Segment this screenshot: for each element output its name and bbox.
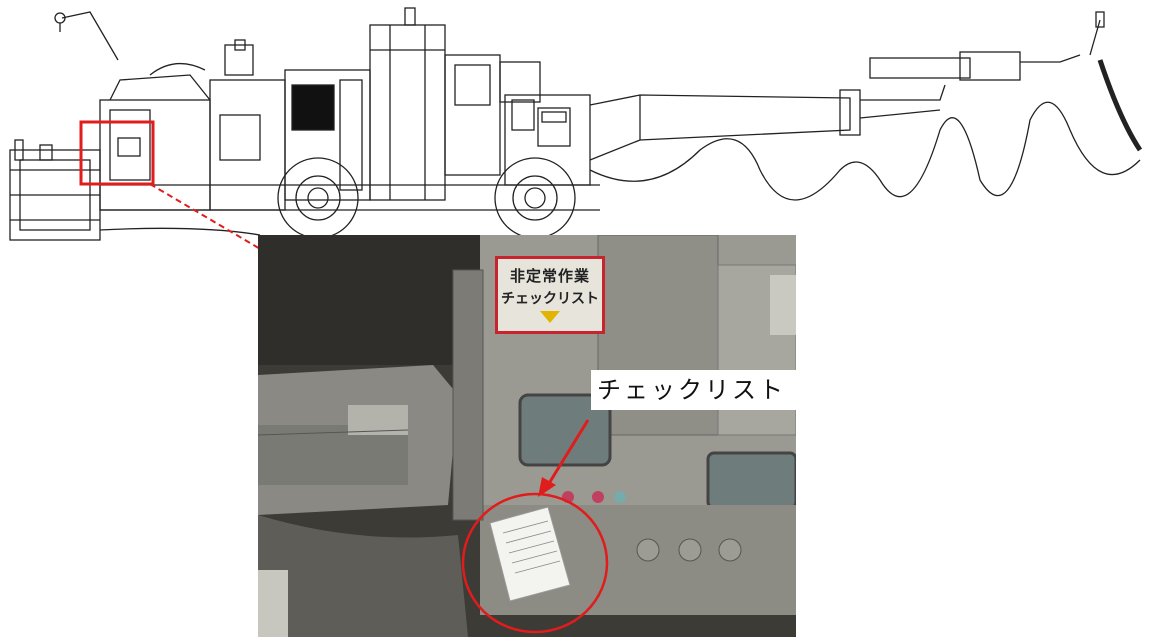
dashed-leader-line <box>149 183 263 250</box>
checklist-callout-label: チェックリスト <box>591 370 798 410</box>
checklist-sign: 非定常作業 チェックリスト <box>495 256 605 334</box>
checklist-highlight-circle <box>461 492 609 634</box>
drawing-highlight-box <box>79 120 155 186</box>
panel-photo: 非定常作業 チェックリスト <box>258 235 796 637</box>
sign-line-1: 非定常作業 <box>509 267 590 285</box>
sign-line-2: チェックリスト <box>501 291 599 307</box>
machine-line-drawing <box>9 7 1143 250</box>
sign-down-arrow-icon <box>540 311 560 323</box>
